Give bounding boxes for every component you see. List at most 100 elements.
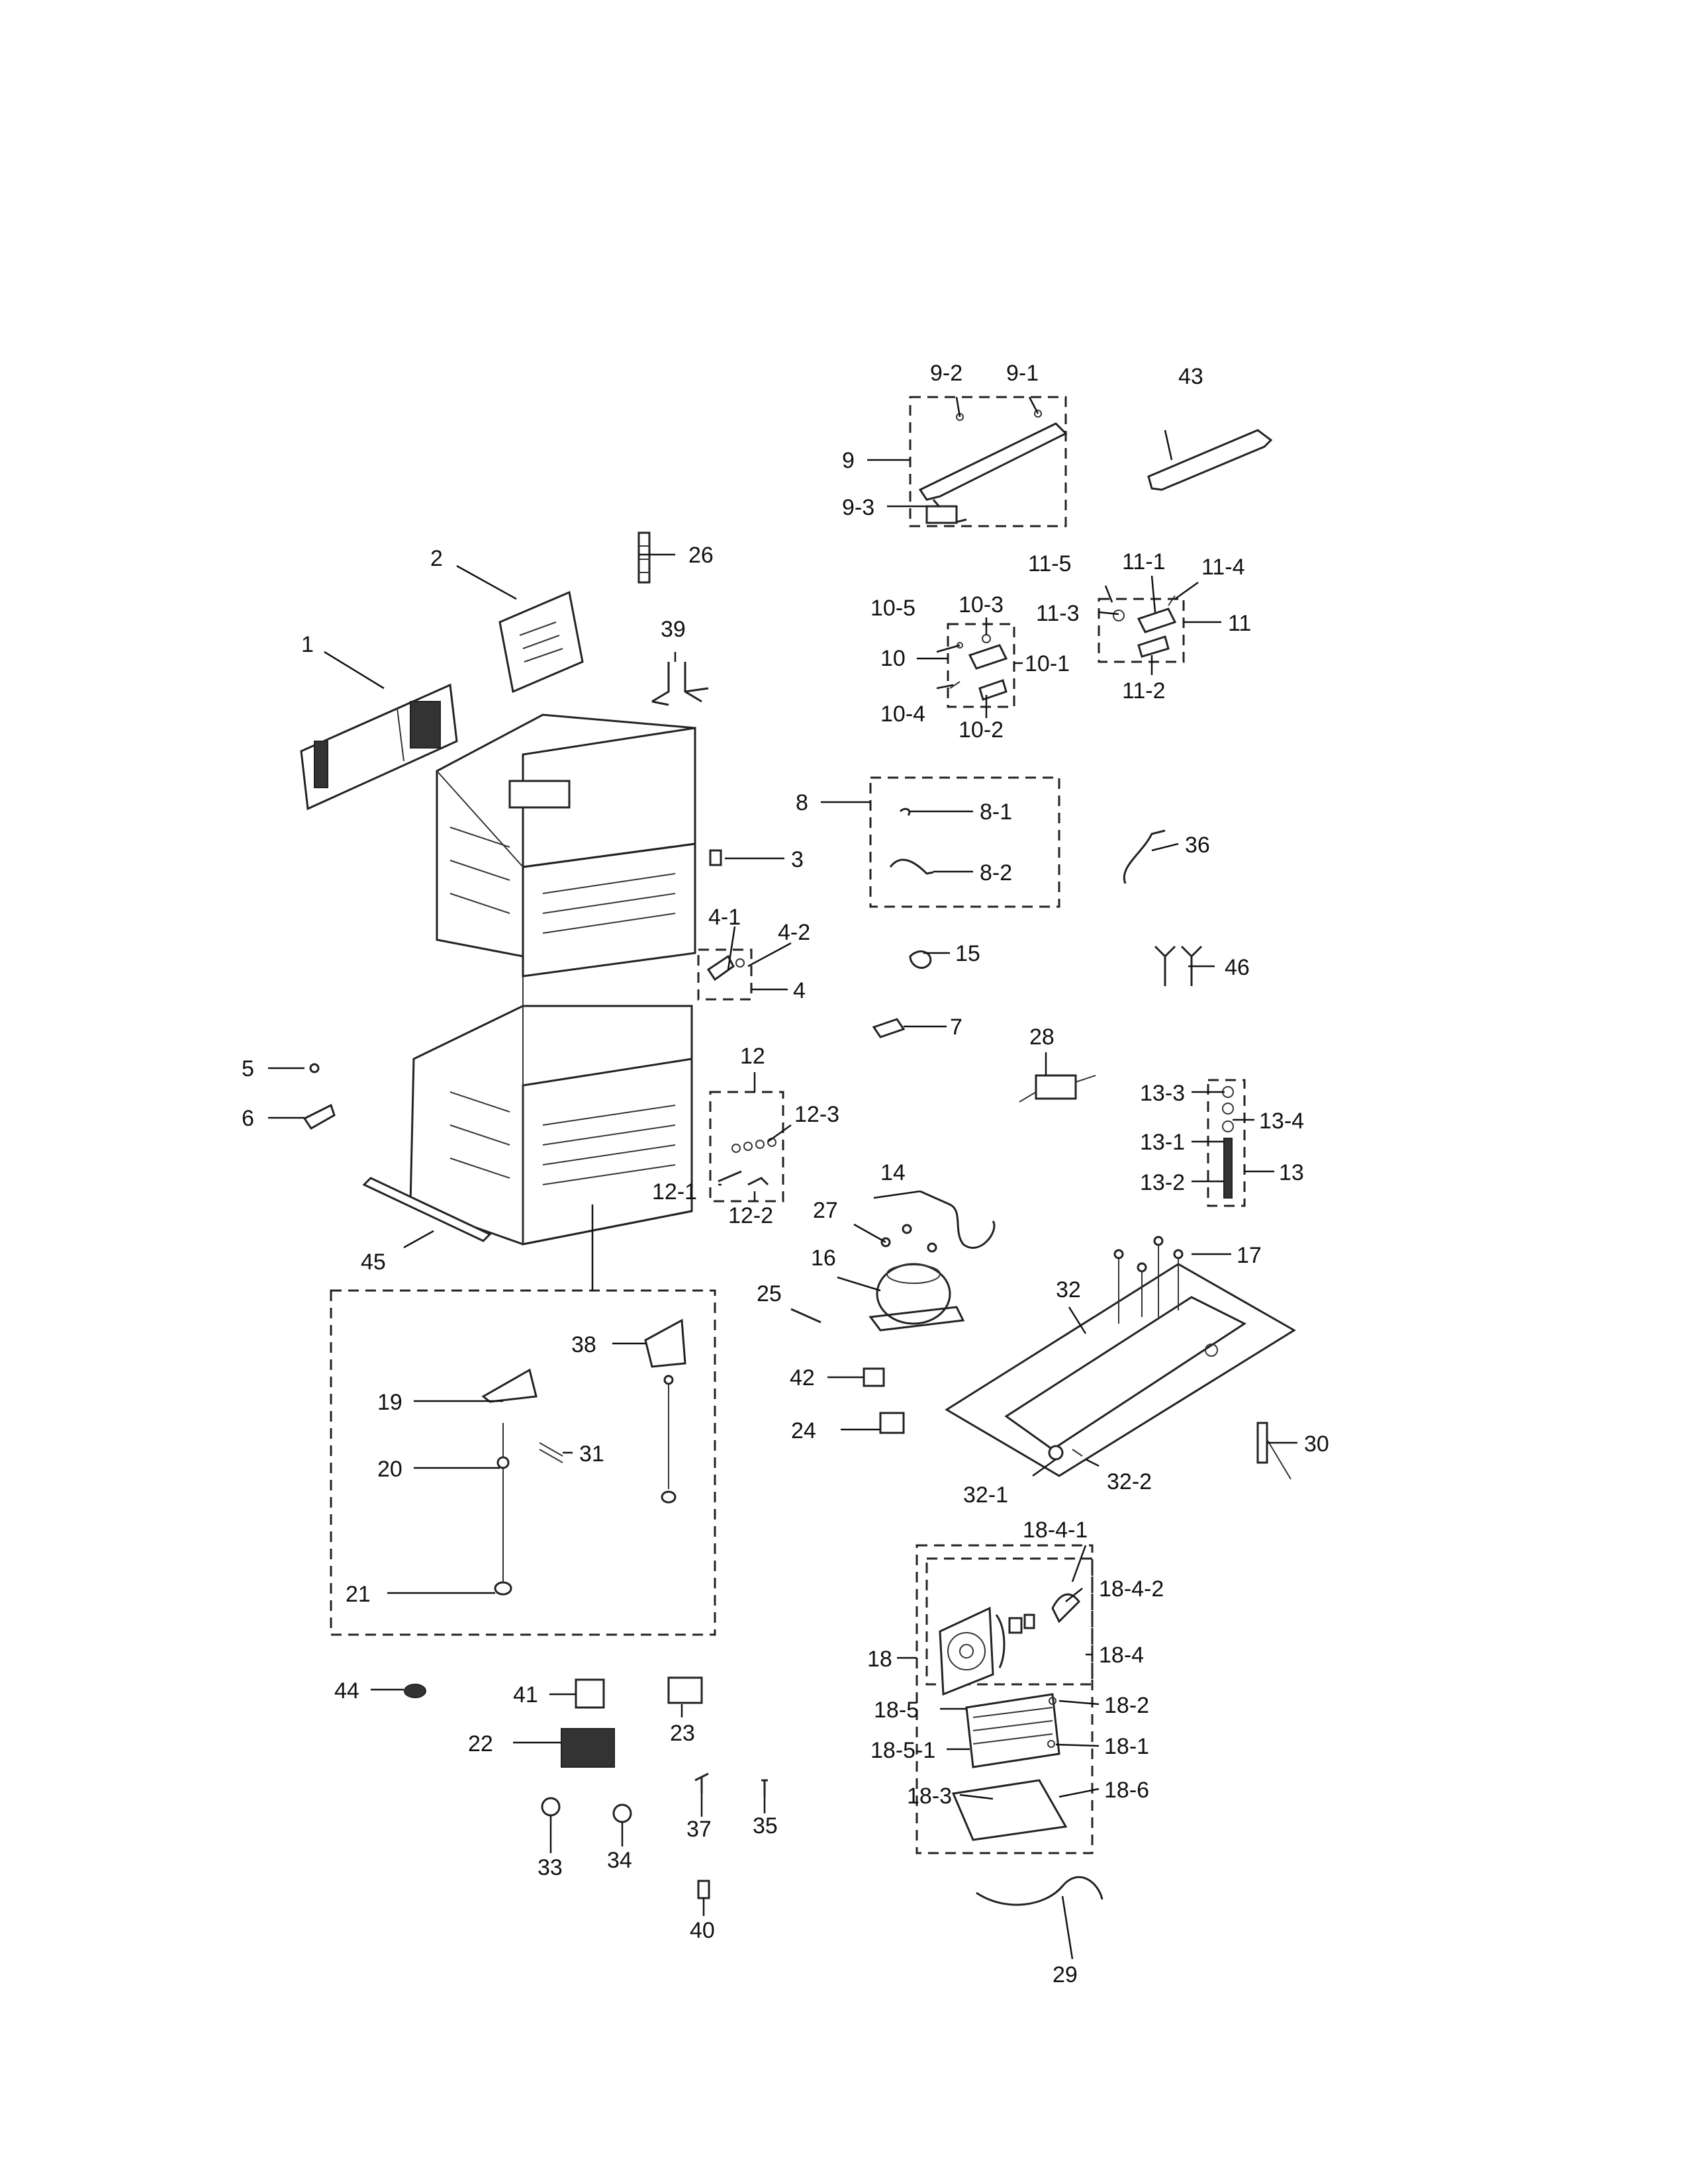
callout-20: 20: [377, 1457, 402, 1482]
part-24-drawing: [879, 1412, 905, 1434]
callout-22: 22: [468, 1731, 493, 1756]
callout-45: 45: [361, 1250, 386, 1275]
callout-21: 21: [346, 1582, 371, 1607]
callout-10: 10: [880, 646, 906, 671]
part-13-drawing: [1222, 1086, 1234, 1199]
callout-44: 44: [334, 1678, 359, 1704]
callout-37: 37: [686, 1817, 712, 1842]
callout-28: 28: [1029, 1024, 1055, 1050]
callout-13-1: 13-1: [1140, 1130, 1185, 1155]
callout-30: 30: [1304, 1432, 1329, 1457]
part-40-drawing: [697, 1880, 710, 1899]
callout-4-1: 4-1: [708, 905, 741, 930]
callout-18: 18: [867, 1647, 892, 1672]
drain-tray-drawing: [362, 1177, 492, 1242]
callout-3: 3: [791, 847, 804, 872]
small-cap-5-drawing: [309, 1063, 320, 1073]
part-46-drawing: [1154, 945, 1203, 986]
tube-14-drawing: [919, 1190, 996, 1249]
callout-11-3: 11-3: [1036, 601, 1080, 626]
callout-10-2: 10-2: [959, 717, 1004, 743]
callout-1: 1: [301, 632, 314, 657]
callout-10-1: 10-1: [1025, 651, 1070, 676]
callout-9: 9: [842, 448, 855, 473]
part-33-drawing: [541, 1797, 561, 1817]
board-23-drawing: [667, 1676, 703, 1704]
callout-12-2: 12-2: [728, 1203, 773, 1228]
callout-36: 36: [1185, 833, 1210, 858]
callout-8-2: 8-2: [980, 860, 1012, 886]
leader-lines: [268, 396, 1297, 1960]
callout-25: 25: [757, 1281, 782, 1306]
callout-4-2: 4-2: [778, 920, 810, 945]
callout-labels: 1 2 3 4 4-1 4-2 5 6 7 8 8-1 8-2 9 9-1 9-…: [242, 361, 1329, 1987]
board-22-drawing: [561, 1728, 615, 1768]
callout-18-6: 18-6: [1104, 1778, 1149, 1803]
hinge-11-drawing: [1113, 595, 1177, 658]
callout-31: 31: [579, 1441, 604, 1467]
callout-9-3: 9-3: [842, 495, 874, 520]
part-6-drawing: [303, 1103, 336, 1130]
part-35-drawing: [761, 1779, 768, 1797]
callout-18-2: 18-2: [1104, 1693, 1149, 1718]
small-clip-3-drawing: [709, 849, 722, 866]
callout-18-4-2: 18-4-2: [1099, 1576, 1164, 1602]
callout-11-2: 11-2: [1122, 678, 1166, 704]
callout-2: 2: [430, 546, 443, 571]
callout-11: 11: [1228, 611, 1251, 636]
leveling-legs-group-box: [330, 1289, 716, 1636]
callout-8-1: 8-1: [980, 799, 1012, 825]
callout-41: 41: [513, 1682, 538, 1707]
callout-34: 34: [607, 1848, 632, 1873]
part-13-group-box: [1207, 1079, 1246, 1207]
callout-13-2: 13-2: [1140, 1170, 1185, 1195]
strip-part-drawing: [637, 531, 651, 584]
callout-17: 17: [1237, 1243, 1262, 1268]
callout-8: 8: [796, 790, 808, 815]
bracket-39-drawing: [651, 662, 709, 706]
callout-18-5-1: 18-5-1: [870, 1738, 935, 1763]
cable-36-drawing: [1123, 829, 1166, 884]
callout-23: 23: [670, 1721, 695, 1746]
callout-39: 39: [661, 617, 686, 642]
callout-16: 16: [811, 1246, 836, 1271]
callout-12-1: 12-1: [652, 1179, 697, 1205]
wire-harness-29-drawing: [976, 1876, 1103, 1906]
bolts-27-drawing: [880, 1224, 937, 1253]
callout-35: 35: [753, 1813, 778, 1839]
board-41-drawing: [575, 1678, 605, 1709]
callout-29: 29: [1053, 1962, 1078, 1987]
part-4-drawing: [706, 954, 745, 981]
rear-cover-panel-drawing: [300, 683, 458, 811]
cabinet-drawing: [409, 713, 696, 1246]
callout-15: 15: [955, 941, 980, 966]
bracket-43-drawing: [1147, 429, 1273, 491]
callout-9-1: 9-1: [1006, 361, 1039, 386]
part-4-group-box: [697, 948, 753, 1001]
callout-13-4: 13-4: [1259, 1109, 1304, 1134]
callout-18-1: 18-1: [1104, 1734, 1149, 1759]
callout-18-5: 18-5: [874, 1698, 919, 1723]
leveling-legs-drawing: [481, 1318, 686, 1596]
callout-4: 4: [793, 978, 806, 1003]
callout-11-1: 11-1: [1122, 549, 1166, 574]
callout-18-3: 18-3: [907, 1784, 952, 1809]
callout-27: 27: [813, 1198, 838, 1223]
callout-32-2: 32-2: [1107, 1469, 1152, 1494]
callout-24: 24: [791, 1418, 816, 1443]
callout-12-3: 12-3: [794, 1102, 839, 1127]
callout-32: 32: [1056, 1277, 1081, 1302]
label-plate-drawing: [498, 590, 584, 694]
hinge-10-group-box: [947, 623, 1015, 708]
part-8-group-box: [869, 776, 1060, 908]
part-34-drawing: [612, 1803, 632, 1823]
callout-9-2: 9-2: [930, 361, 962, 386]
fan-motor-subgroup-box: [925, 1557, 1094, 1686]
callout-40: 40: [690, 1918, 715, 1943]
callout-42: 42: [790, 1365, 815, 1390]
part-15-drawing: [909, 950, 932, 969]
hinge-11-group-box: [1098, 598, 1185, 663]
callout-13: 13: [1279, 1160, 1304, 1185]
callout-13-3: 13-3: [1140, 1081, 1185, 1106]
